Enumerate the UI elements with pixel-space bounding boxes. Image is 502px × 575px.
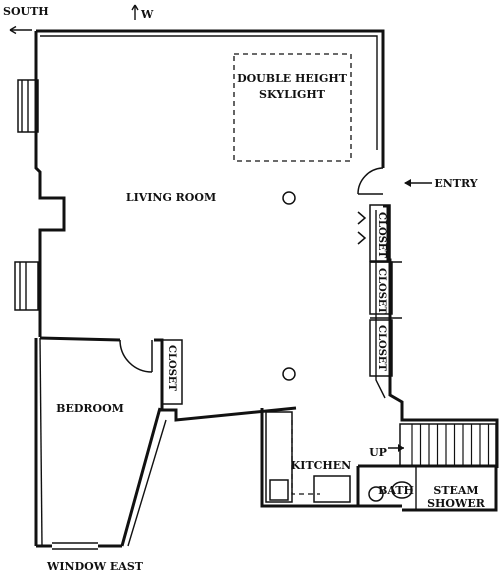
skylight: DOUBLE HEIGHT SKYLIGHT	[233, 53, 352, 162]
skylight-label-line1: DOUBLE HEIGHT	[237, 72, 348, 85]
steam-shower-label-line1: STEAM	[433, 484, 478, 497]
living-room-label: LIVING ROOM	[126, 191, 216, 204]
bedroom: CLOSET BEDROOM WINDOW EAST	[39, 336, 297, 573]
up-label: UP	[369, 446, 387, 459]
entry-door	[357, 167, 384, 195]
bedroom-west-wall-inner	[39, 337, 43, 547]
exterior-walls	[34, 29, 499, 550]
bath-basin	[391, 481, 413, 499]
west-arrow-icon	[131, 4, 139, 20]
closet-lower: CLOSET	[369, 317, 402, 377]
bedroom-east-wall	[120, 338, 297, 547]
window-east-label: WINDOW EAST	[46, 560, 144, 573]
kitchen-label: KITCHEN	[291, 459, 351, 472]
bedroom-door-swing	[119, 339, 153, 373]
kitchen-west-wall	[260, 408, 402, 508]
south-arrow-icon	[9, 25, 32, 35]
column-lower	[282, 367, 296, 381]
closet-entry-label: CLOSET	[376, 212, 387, 259]
entry-door-swing	[357, 167, 384, 195]
bedroom-closet	[161, 339, 183, 405]
entry-label: ENTRY	[434, 177, 477, 190]
west-label: W	[140, 8, 154, 21]
staircase: UP	[369, 423, 497, 467]
bath-wall	[356, 464, 498, 512]
kitchen-sink	[269, 479, 289, 501]
kitchen: KITCHEN	[260, 408, 402, 508]
orientation-markers: SOUTH W	[3, 4, 154, 35]
top-wall-inner	[40, 35, 378, 150]
bath-label: BATH	[378, 484, 414, 497]
top-wall	[36, 29, 385, 168]
west-windows	[14, 79, 39, 311]
window-east-frame	[52, 542, 98, 550]
column-upper	[282, 191, 296, 205]
closet-lower-label: CLOSET	[376, 325, 387, 372]
skylight-label-line2: SKYLIGHT	[259, 88, 326, 101]
stair-treads	[411, 424, 490, 466]
entry-wall-inner	[375, 210, 386, 399]
skylight-outline	[233, 53, 352, 162]
closet-middle: CLOSET	[369, 261, 402, 315]
entry-arrow-icon	[404, 179, 432, 187]
kitchen-range	[313, 475, 351, 503]
closet-entry: CLOSET	[357, 204, 391, 262]
bedroom-label: BEDROOM	[56, 402, 124, 415]
closet-middle-label: CLOSET	[376, 268, 387, 315]
bedroom-closet-label: CLOSET	[166, 345, 177, 392]
left-wall	[34, 31, 66, 337]
entry-wall	[383, 204, 499, 468]
kitchen-island-outline	[291, 420, 320, 495]
bedroom-north-wall	[39, 336, 121, 342]
steam-shower-label-line2: SHOWER	[427, 497, 486, 510]
south-label: SOUTH	[3, 5, 49, 18]
bath: BATH STEAM SHOWER	[356, 464, 498, 512]
bedroom-east-wall-inner	[127, 419, 167, 547]
bath-toilet	[368, 486, 384, 502]
